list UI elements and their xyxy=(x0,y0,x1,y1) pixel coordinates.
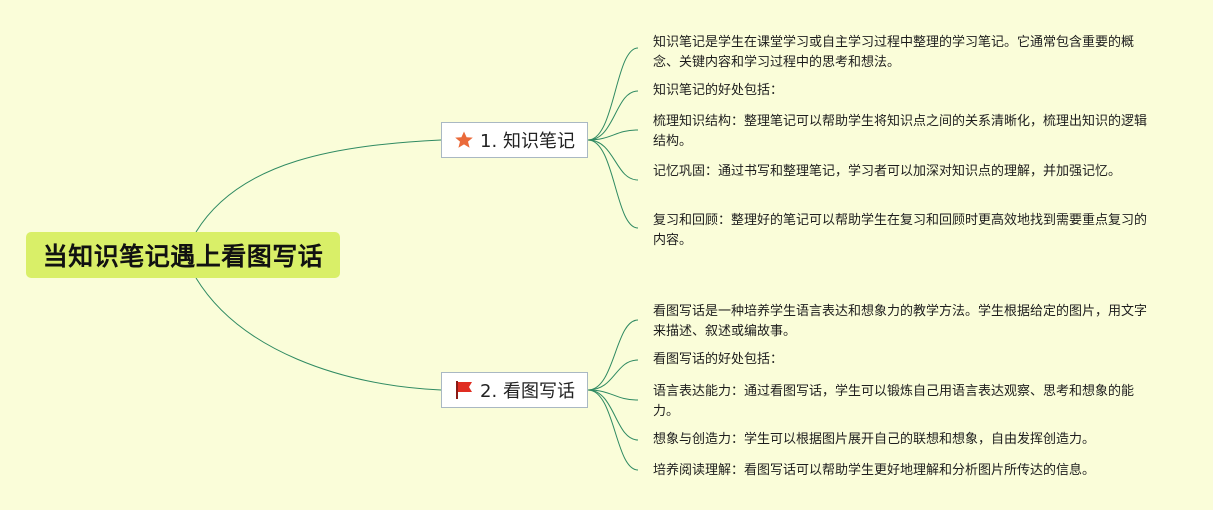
note-picture-writing-reading[interactable]: 培养阅读理解：看图写话可以帮助学生更好地理解和分析图片所传达的信息。 xyxy=(653,463,1096,478)
branch-topic-label: 1. 知识笔记 xyxy=(480,131,575,152)
connector-branch-1-note-1 xyxy=(587,47,639,141)
root-topic-title: 当知识笔记遇上看图写话 xyxy=(42,242,324,271)
note-knowledge-memory[interactable]: 记忆巩固：通过书写和整理笔记，学习者可以加深对知识点的理解，并加强记忆。 xyxy=(653,164,1122,179)
connector-branch-1-note-2 xyxy=(587,90,639,141)
note-knowledge-structure[interactable]: 梳理知识结构：整理笔记可以帮助学生将知识点之间的关系清晰化，梳理出知识的逻辑结构… xyxy=(653,114,1148,149)
connector-root-branch-1 xyxy=(195,139,442,233)
flag-icon xyxy=(454,380,474,400)
connector-branch-2-note-2 xyxy=(587,359,639,391)
connector-branch-2-note-3 xyxy=(587,389,639,401)
note-picture-writing-definition[interactable]: 看图写话是一种培养学生语言表达和想象力的教学方法。学生根据给定的图片，用文字来描… xyxy=(653,304,1148,339)
star-icon xyxy=(454,130,474,150)
note-knowledge-benefits-heading[interactable]: 知识笔记的好处包括： xyxy=(653,83,784,98)
branch-topic-label: 2. 看图写话 xyxy=(480,381,575,402)
connector-branch-2-note-4 xyxy=(587,389,639,441)
note-picture-writing-benefits-heading[interactable]: 看图写话的好处包括： xyxy=(653,352,784,367)
connector-root-branch-2 xyxy=(195,277,442,391)
note-knowledge-definition[interactable]: 知识笔记是学生在课堂学习或自主学习过程中整理的学习笔记。它通常包含重要的概念、关… xyxy=(653,35,1135,70)
note-knowledge-review[interactable]: 复习和回顾：整理好的笔记可以帮助学生在复习和回顾时更高效地找到需要重点复习的内容… xyxy=(653,213,1148,248)
note-picture-writing-language[interactable]: 语言表达能力：通过看图写话，学生可以锻炼自己用语言表达观察、思考和想象的能力。 xyxy=(653,384,1135,419)
connector-branch-1-note-5 xyxy=(587,139,639,229)
connector-branch-2-note-1 xyxy=(587,319,639,391)
branch-topic-picture-writing[interactable]: 2. 看图写话 xyxy=(441,372,588,408)
note-picture-writing-imagination[interactable]: 想象与创造力：学生可以根据图片展开自己的联想和想象，自由发挥创造力。 xyxy=(653,432,1096,447)
branch-topic-knowledge-notes[interactable]: 1. 知识笔记 xyxy=(441,122,588,158)
connector-branch-1-note-4 xyxy=(587,139,639,181)
root-topic[interactable]: 当知识笔记遇上看图写话 xyxy=(26,232,340,278)
connector-branch-1-note-3 xyxy=(587,129,639,141)
connector-branch-2-note-5 xyxy=(587,389,639,471)
